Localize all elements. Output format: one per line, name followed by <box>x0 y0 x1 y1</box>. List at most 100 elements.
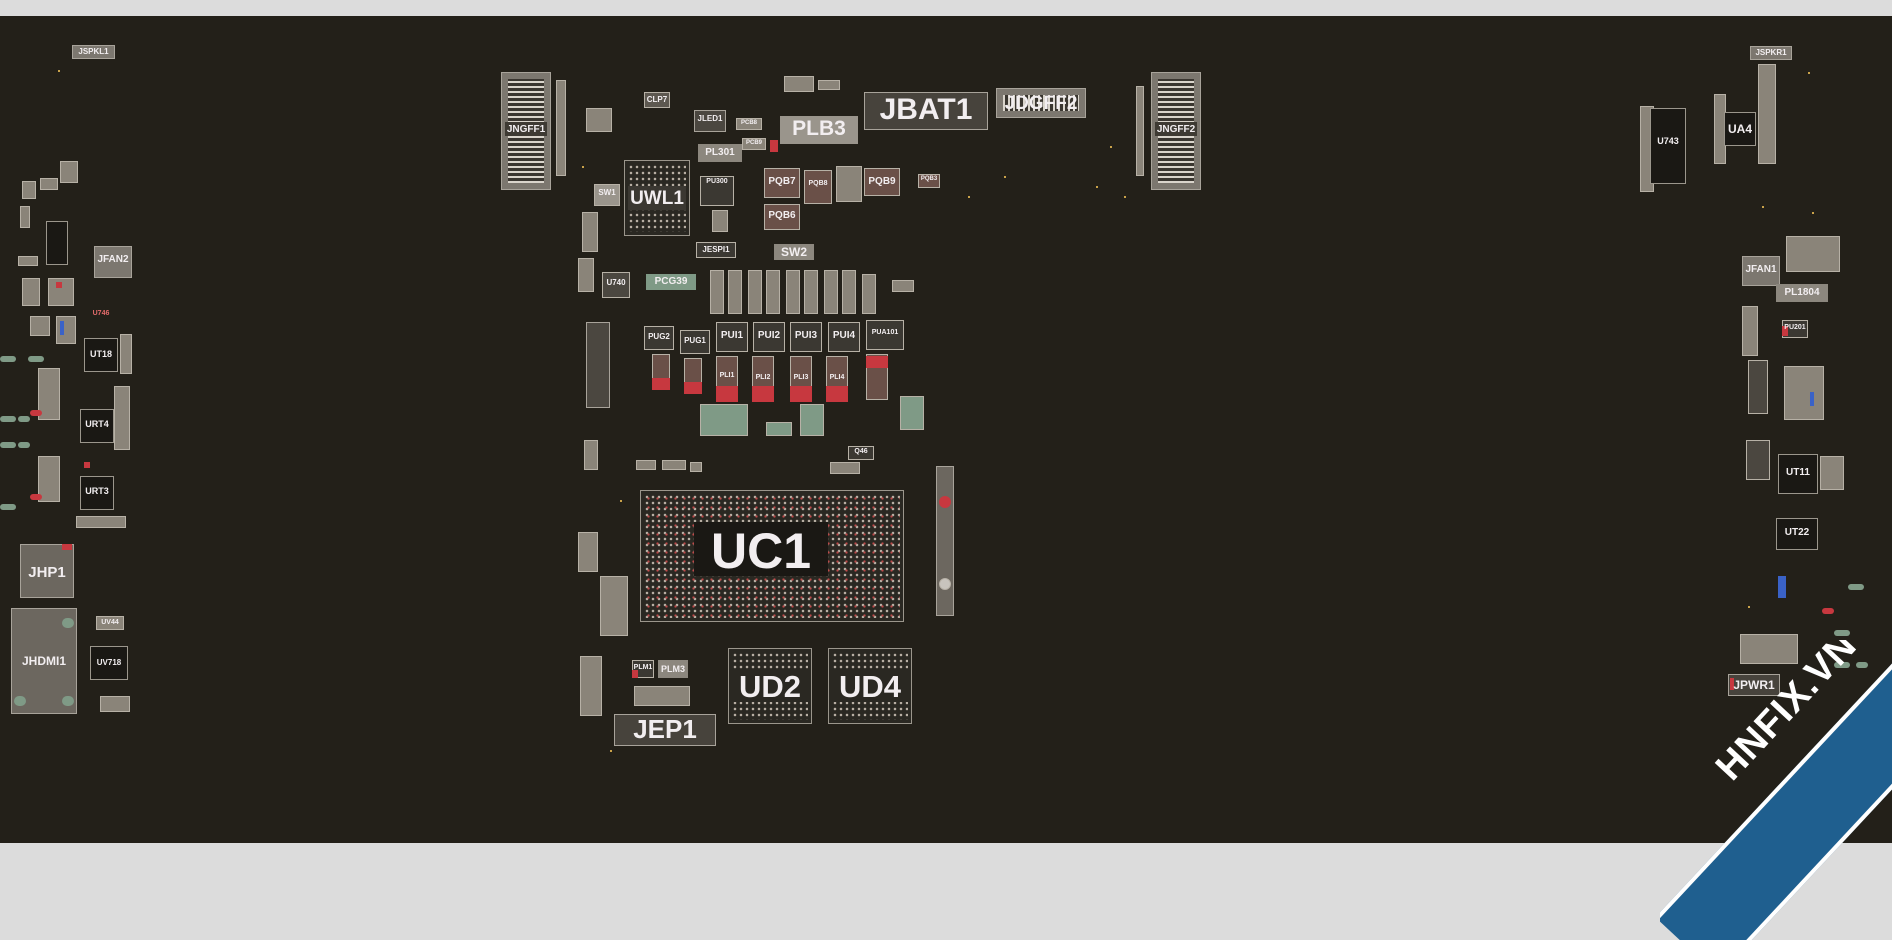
via <box>1808 72 1810 74</box>
jbat1-connector[interactable] <box>864 92 988 130</box>
pqb7-mosfet[interactable] <box>764 168 800 198</box>
ut22-chip[interactable] <box>1776 518 1818 550</box>
ut22-label: UT22 <box>1784 527 1810 538</box>
pug2-chip[interactable] <box>644 326 674 350</box>
via <box>1110 146 1112 148</box>
cap-column <box>786 270 800 314</box>
gnd-oval <box>18 416 30 422</box>
pcg39-part[interactable] <box>646 274 696 290</box>
pua101-chip[interactable] <box>866 320 904 350</box>
pu201-label: PU201 <box>1784 324 1806 331</box>
uv718-label: UV718 <box>96 658 122 667</box>
test-pad <box>1730 678 1734 690</box>
plb3-inductor[interactable] <box>780 116 858 144</box>
jfan1-connector[interactable] <box>1742 256 1780 286</box>
jhp1-connector[interactable] <box>20 544 74 598</box>
jfan2-connector[interactable] <box>94 246 132 278</box>
plb3-label: PLB3 <box>792 117 846 140</box>
ut18-chip[interactable] <box>84 338 118 372</box>
ut18-label: UT18 <box>89 349 112 359</box>
jhdmi1-label: JHDMI1 <box>21 654 66 668</box>
uv44-label: UV44 <box>101 619 119 626</box>
pqb9-mosfet[interactable] <box>864 168 900 196</box>
gnd-oval <box>1848 584 1864 590</box>
u746-label: U746 <box>92 310 110 317</box>
smd-part <box>114 386 130 450</box>
u740-chip[interactable] <box>602 272 630 298</box>
cap-column <box>804 270 818 314</box>
ua4-chip[interactable] <box>1724 112 1756 146</box>
urt3-chip[interactable] <box>80 476 114 510</box>
smd-part <box>636 460 656 470</box>
pcb-board-canvas[interactable]: JSPKL1 JFAN2 U746 UT18 URT4 URT3 JHP1 JH… <box>0 16 1892 843</box>
via <box>610 750 612 752</box>
urt4-chip[interactable] <box>80 409 114 443</box>
q46-part[interactable] <box>848 446 874 460</box>
pui1-chip[interactable] <box>716 322 748 352</box>
jpwr1-connector[interactable] <box>1728 674 1780 696</box>
pli2-pad <box>752 386 774 402</box>
smd-part <box>22 181 36 199</box>
pqb6-mosfet[interactable] <box>764 204 800 230</box>
pqb8-mosfet[interactable] <box>804 170 832 204</box>
pui2-chip[interactable] <box>753 322 785 352</box>
pui3-chip[interactable] <box>790 322 822 352</box>
smd-part <box>1778 576 1786 598</box>
pli4-label: PLI4 <box>829 374 845 381</box>
smd-part <box>1742 306 1758 356</box>
plm3-inductor[interactable] <box>658 660 688 678</box>
jespi1-connector[interactable] <box>696 242 736 258</box>
jled1-connector[interactable] <box>694 110 726 132</box>
jspkr1-connector[interactable] <box>1750 46 1792 60</box>
u743-chip[interactable] <box>1650 108 1686 184</box>
jspkr1-label: JSPKR1 <box>1755 48 1787 57</box>
smd-part <box>1136 86 1144 176</box>
cap-column <box>824 270 838 314</box>
smd-part <box>662 460 686 470</box>
via <box>1124 196 1126 198</box>
watermark-ribbon <box>1660 640 1892 940</box>
vertical-strip-connector[interactable] <box>936 466 954 616</box>
smd-part <box>700 404 748 436</box>
jep1-connector[interactable] <box>614 714 716 746</box>
vertical-connector <box>586 322 610 408</box>
pcg39-label: PCG39 <box>654 276 688 287</box>
cap-column <box>728 270 742 314</box>
pqb3-mosfet[interactable] <box>918 174 940 188</box>
smd-part <box>20 206 30 228</box>
test-pad <box>30 494 42 500</box>
via <box>968 196 970 198</box>
plm3-label: PLM3 <box>660 664 685 674</box>
jdgff2-connector[interactable] <box>996 88 1086 118</box>
smd-part <box>22 278 40 306</box>
pu300-part[interactable] <box>700 176 734 206</box>
clp7-part[interactable] <box>644 92 670 108</box>
sw1-switch[interactable] <box>594 184 620 206</box>
jspkl1-connector[interactable] <box>72 45 115 59</box>
smd-part <box>56 316 76 344</box>
smd-part <box>690 462 702 472</box>
ud4-tag <box>832 670 908 702</box>
pl301-inductor[interactable] <box>698 144 742 162</box>
pl1804-inductor[interactable] <box>1776 284 1828 302</box>
test-pad <box>1822 608 1834 614</box>
gnd-oval <box>62 696 74 706</box>
urt4-label: URT4 <box>85 419 109 429</box>
smd-part <box>800 404 824 436</box>
uv718-chip[interactable] <box>90 646 128 680</box>
gnd-oval <box>28 356 44 362</box>
smd-part <box>712 210 728 232</box>
pua101-label: PUA101 <box>871 329 899 336</box>
inductor-pad <box>652 378 670 390</box>
ic-package <box>46 221 68 265</box>
pug1-chip[interactable] <box>680 330 710 354</box>
sw2-switch[interactable] <box>774 244 814 260</box>
cap-column <box>862 274 876 314</box>
jngff2-label: JNGFF2 <box>1156 124 1196 135</box>
pui4-chip[interactable] <box>828 322 860 352</box>
pcb9-part[interactable] <box>742 138 766 150</box>
smd-part <box>830 462 860 474</box>
test-pad <box>60 321 64 335</box>
ut11-chip[interactable] <box>1778 454 1818 494</box>
pcb8-part[interactable] <box>736 118 762 130</box>
